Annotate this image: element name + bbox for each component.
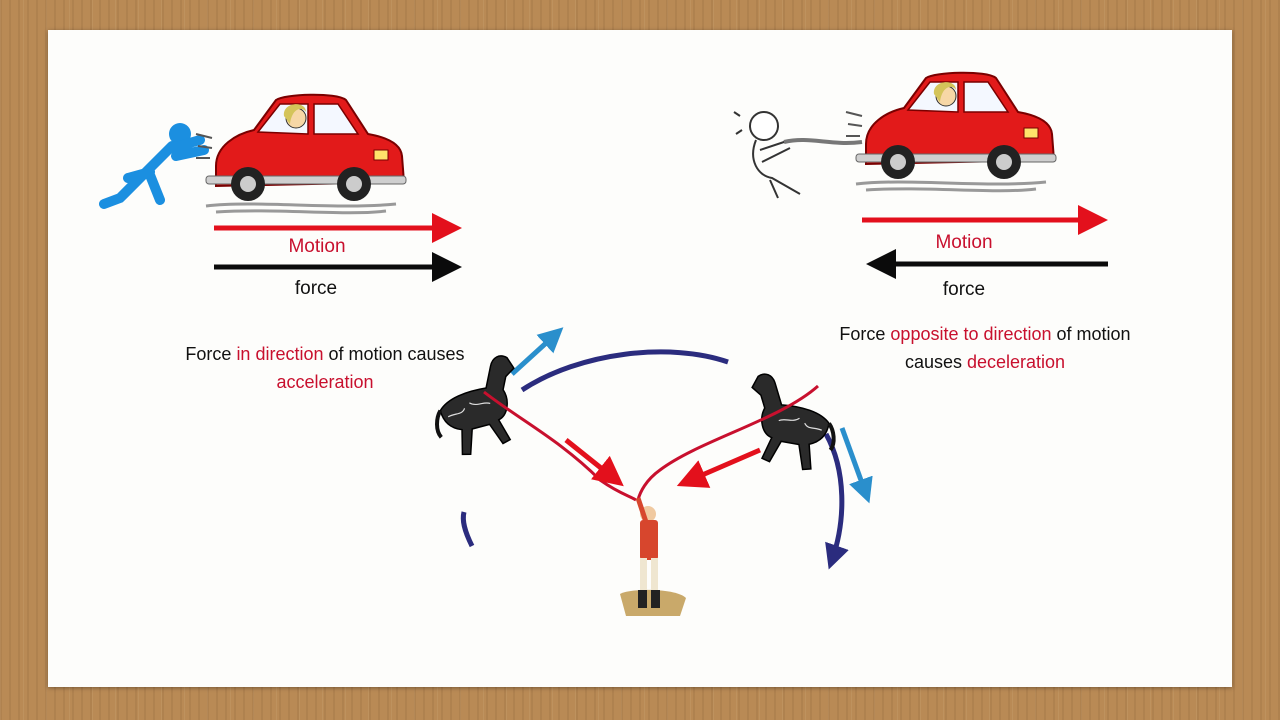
circular-path-top	[520, 349, 729, 393]
tension-arrow-right	[676, 447, 761, 488]
tow-rope	[783, 138, 863, 145]
tension-arrow-left	[564, 438, 624, 487]
deceleration-highlight: opposite to direction	[890, 324, 1052, 344]
deceleration-caption-line2: causes deceleration	[904, 352, 1066, 372]
deceleration-caption-line1: Force opposite to direction of motion	[839, 324, 1131, 344]
velocity-arrow-right	[839, 427, 873, 504]
red-car-icon	[194, 93, 408, 215]
circular-path-right	[823, 432, 849, 570]
acceleration-caption: Force in direction of motion causes acce…	[176, 340, 474, 396]
velocity-arrow-left	[510, 327, 564, 376]
force-label-push: force	[294, 278, 338, 299]
force-label-pull: force	[942, 279, 986, 300]
motion-label-push: Motion	[288, 236, 346, 257]
acceleration-caption-line1: Force in direction of motion causes	[185, 344, 465, 364]
trainer-figure-icon	[620, 497, 686, 616]
acceleration-highlight: in direction	[236, 344, 324, 364]
rope-puller-figure-icon	[733, 111, 801, 199]
deceleration-caption: Force opposite to direction of motion ca…	[826, 320, 1144, 376]
acceleration-result: acceleration	[276, 372, 374, 392]
pusher-figure-icon	[99, 123, 209, 209]
deceleration-result: deceleration	[966, 352, 1066, 372]
red-car-icon	[844, 71, 1058, 193]
circular-path-left	[460, 511, 475, 548]
motion-label-pull: Motion	[935, 232, 993, 253]
lead-rope-left	[483, 390, 637, 502]
lead-rope-right	[636, 384, 819, 501]
